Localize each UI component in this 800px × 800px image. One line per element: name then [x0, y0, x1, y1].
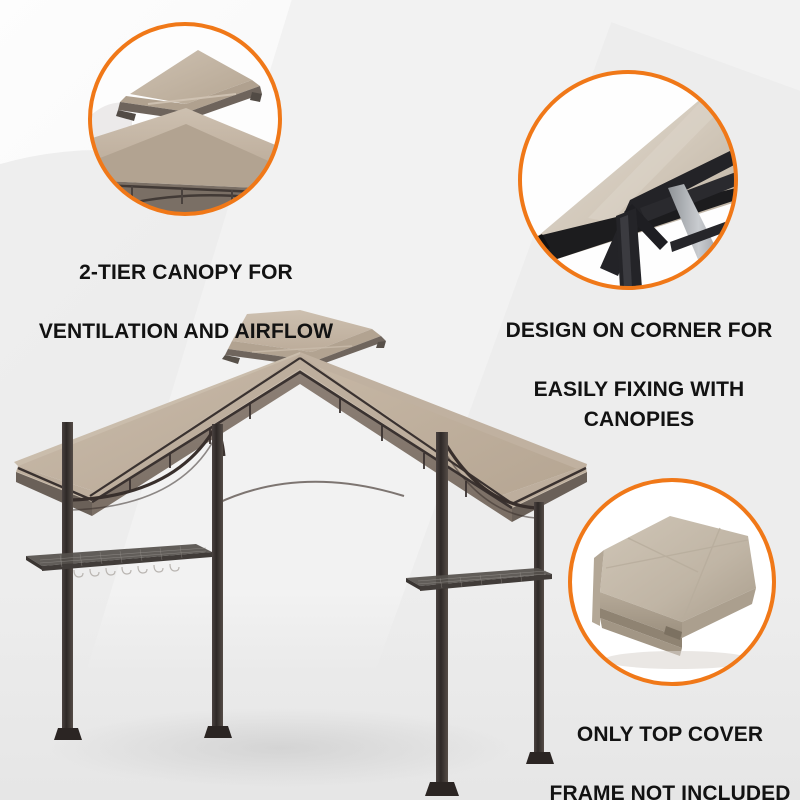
shelf-left	[26, 544, 212, 578]
main-canopy-sheet	[90, 108, 280, 190]
shelf-hooks-left	[73, 563, 180, 578]
folded-cover-right-stack	[682, 536, 756, 638]
shelf-right	[406, 568, 552, 591]
caption-line-2: FRAME NOT INCLUDED	[549, 782, 791, 800]
caption-corner-design: DESIGN ON CORNER FOR EASILY FIXING WITH …	[478, 286, 800, 465]
post-center-left	[212, 424, 223, 732]
caption-line-2: EASILY FIXING WITH CANOPIES	[533, 378, 745, 432]
caption-line-2: VENTILATION AND AIRFLOW	[38, 320, 334, 344]
callout-corner-design-image	[520, 72, 736, 288]
ground-shadow	[50, 708, 510, 788]
post-foot-3	[425, 782, 459, 796]
caption-line-1: ONLY TOP COVER	[576, 722, 764, 746]
front-arch-right	[438, 433, 537, 519]
caption-two-tier-canopy: 2-TIER CANOPY FOR VENTILATION AND AIRFLO…	[36, 228, 336, 377]
folded-cover-top-face	[600, 516, 756, 622]
caption-top-cover: ONLY TOP COVER FRAME NOT INCLUDED	[540, 690, 800, 800]
callout-top-cover-image	[570, 480, 774, 684]
caption-line-1: 2-TIER CANOPY FOR	[79, 260, 293, 284]
post-foot-2	[204, 726, 232, 738]
gazebo-posts	[54, 422, 554, 796]
post-far-right	[534, 502, 544, 758]
post-front-right	[436, 432, 448, 788]
folded-cover-front-layers	[600, 592, 682, 638]
post-front-left	[62, 422, 73, 734]
upper-vent-canopy	[222, 310, 386, 367]
callout-two-tier-canopy-image	[90, 24, 280, 214]
post-foot-1	[54, 728, 82, 740]
caption-line-1: DESIGN ON CORNER FOR	[505, 318, 773, 342]
post-foot-4	[526, 752, 554, 764]
rear-arch	[215, 480, 405, 505]
grill-gazebo-illustration	[0, 296, 600, 800]
front-arch-left	[71, 425, 218, 511]
vent-tier	[116, 50, 262, 121]
